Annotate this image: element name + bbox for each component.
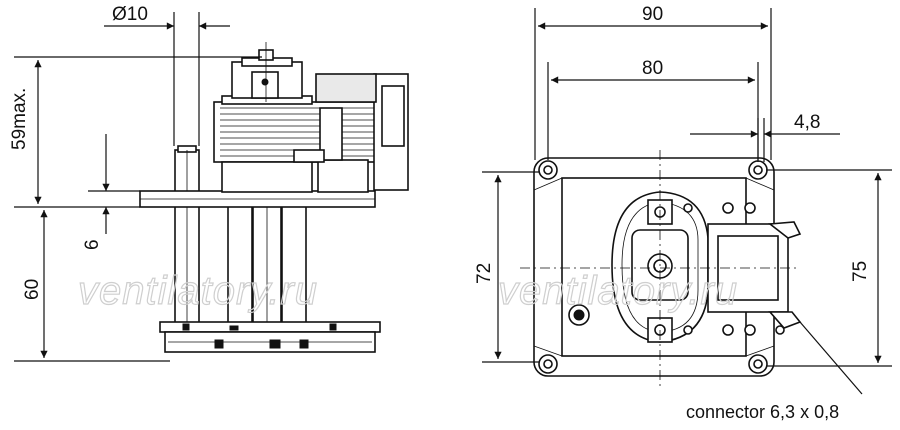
base-tray	[159, 321, 381, 353]
watermark: ventilatory.ru ventilatory.ru	[77, 268, 738, 313]
dim-spacing-80: 80	[547, 58, 759, 160]
dim-spacing-72: 72	[474, 171, 540, 363]
dim-flange-6: 6	[82, 134, 140, 250]
center-lines	[520, 150, 800, 390]
spacing-72-label: 72	[474, 263, 495, 284]
dim-width-90: 90	[534, 4, 772, 160]
top-view: 90 80 4,8 72 75	[474, 4, 892, 422]
connector-label: connector 6,3 x 0,8	[686, 402, 839, 422]
spacing-80-label: 80	[642, 58, 663, 79]
side-view: Ø10 59max. 6 60	[9, 4, 409, 362]
height-75-label: 75	[850, 261, 871, 282]
diameter-label: Ø10	[112, 4, 148, 25]
height-max-label: 59max.	[9, 88, 30, 150]
offset-label: 4,8	[794, 112, 820, 133]
watermark-right: ventilatory.ru	[498, 269, 738, 313]
motor-body	[213, 42, 409, 193]
width-90-label: 90	[642, 4, 663, 25]
dim-diameter-10: Ø10	[104, 4, 230, 146]
dim-height-75: 75	[766, 169, 892, 367]
connector-callout: connector 6,3 x 0,8	[686, 321, 863, 422]
mounting-flange	[139, 190, 376, 208]
flange-label: 6	[82, 239, 103, 250]
dim-offset-4-8: 4,8	[690, 112, 840, 162]
dim-shaft-60: 60	[14, 206, 170, 362]
coil-screws	[683, 202, 756, 336]
dim-height-max: 59max.	[9, 56, 262, 204]
mounting-holes	[538, 160, 768, 374]
shaft-label: 60	[22, 279, 43, 300]
watermark-left: ventilatory.ru	[78, 269, 318, 313]
